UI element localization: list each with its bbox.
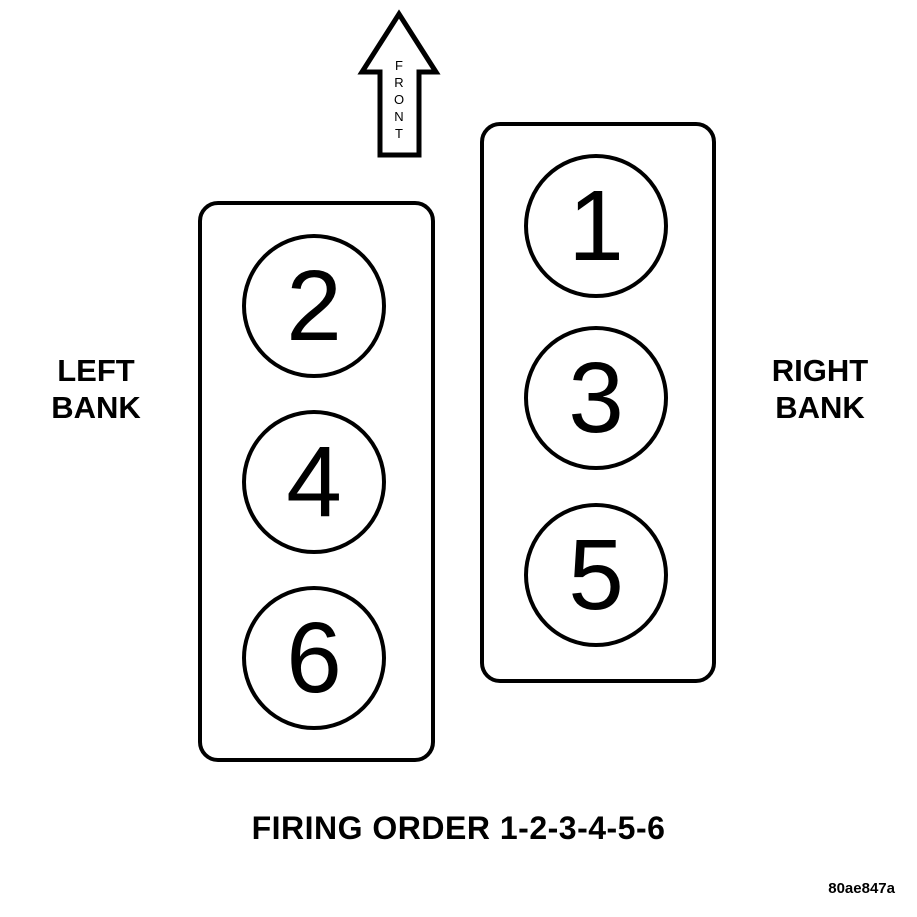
front-arrow-letter: T <box>395 126 403 141</box>
cylinder-4: 4 <box>242 410 386 554</box>
left-bank-block: 2 4 6 <box>198 201 435 762</box>
left-bank-label-line2: BANK <box>51 390 141 425</box>
front-arrow-letter: R <box>394 75 403 90</box>
front-arrow-letter: F <box>395 58 403 73</box>
firing-order-caption: FIRING ORDER 1-2-3-4-5-6 <box>251 810 666 846</box>
right-bank-label: RIGHT BANK <box>740 352 900 426</box>
cylinder-number: 6 <box>286 602 342 714</box>
right-bank-label-line1: RIGHT <box>771 353 869 388</box>
figure-code: 80ae847a <box>828 880 895 897</box>
cylinder-number: 1 <box>568 170 624 282</box>
cylinder-number: 4 <box>286 426 342 538</box>
front-arrow-letter: N <box>394 109 403 124</box>
cylinder-number: 5 <box>568 519 624 631</box>
right-bank-block: 1 3 5 <box>480 122 716 683</box>
front-arrow-letter: O <box>394 92 404 107</box>
front-arrow-icon: F R O N T <box>357 9 441 158</box>
right-bank-label-line2: BANK <box>775 390 865 425</box>
left-bank-label-line1: LEFT <box>57 353 135 388</box>
cylinder-1: 1 <box>524 154 668 298</box>
left-bank-label: LEFT BANK <box>16 352 176 426</box>
cylinder-5: 5 <box>524 503 668 647</box>
cylinder-3: 3 <box>524 326 668 470</box>
cylinder-2: 2 <box>242 234 386 378</box>
cylinder-6: 6 <box>242 586 386 730</box>
cylinder-number: 3 <box>568 342 624 454</box>
cylinder-number: 2 <box>286 250 342 362</box>
